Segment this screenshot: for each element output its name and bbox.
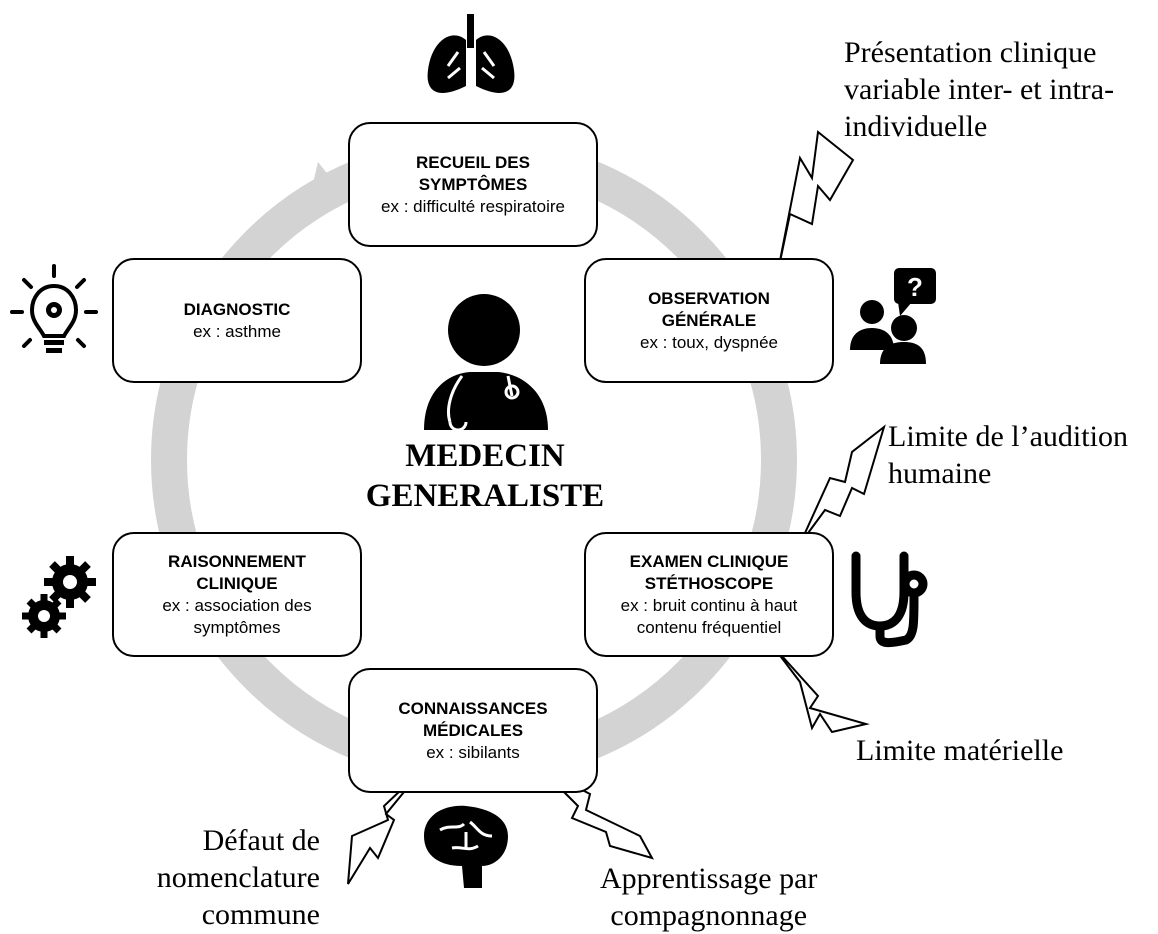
step-observation-title: OBSERVATION GÉNÉRALE [648,288,770,330]
step-raisonnement-example: ex : association des symptômes [162,595,312,637]
step-examen: EXAMEN CLINIQUE STÉTHOSCOPE ex : bruit c… [584,532,834,657]
cycle-arrowhead [304,162,345,222]
step-recueil-title: RECUEIL DES SYMPTÔMES [416,152,530,194]
lightning-bolt-nomenclature [347,769,423,885]
lungs-icon [427,14,515,93]
note-materielle: Limite matérielle [856,734,1064,767]
doctor-icon [424,294,548,432]
note-audition: Limite de l’audition humaine [888,420,1128,490]
step-examen-title: EXAMEN CLINIQUE STÉTHOSCOPE [629,551,789,593]
step-raisonnement-title: RAISONNEMENT CLINIQUE [168,551,306,593]
step-diagnostic-example: ex : asthme [193,321,281,341]
svg-text:?: ? [907,272,923,302]
stethoscope-icon [851,551,928,648]
center-title: MEDECIN GENERALISTE [365,438,605,514]
note-apprentissage: Apprentissage par compagnonnage [600,862,818,932]
step-connaissances-title: CONNAISSANCES MÉDICALES [398,698,548,740]
lightning-bolt-presentation [776,130,855,277]
note-nomenclature: Défaut de nomenclature commune [156,824,320,931]
lightning-bolt-audition [799,424,886,545]
step-observation-example: ex : toux, dyspnée [640,332,778,352]
brain-icon [424,805,508,888]
note-presentation: Présentation clinique variable inter- et… [844,36,1115,143]
lightning-bolt-materielle [771,644,870,734]
step-recueil-example: ex : difficulté respiratoire [381,196,565,216]
step-recueil: RECUEIL DES SYMPTÔMES ex : difficulté re… [348,122,598,247]
step-diagnostic-title: DIAGNOSTIC [183,299,291,319]
patient-question-icon: ? [850,268,936,364]
step-connaissances-example: ex : sibilants [426,742,520,762]
step-examen-example: ex : bruit continu à haut contenu fréque… [620,595,798,637]
step-raisonnement: RAISONNEMENT CLINIQUE ex : association d… [112,532,362,657]
lightbulb-icon [10,264,98,353]
step-connaissances: CONNAISSANCES MÉDICALES ex : sibilants [348,668,598,793]
gears-icon [22,556,96,638]
step-observation: OBSERVATION GÉNÉRALE ex : toux, dyspnée [584,258,834,383]
step-diagnostic: DIAGNOSTIC ex : asthme [112,258,362,383]
